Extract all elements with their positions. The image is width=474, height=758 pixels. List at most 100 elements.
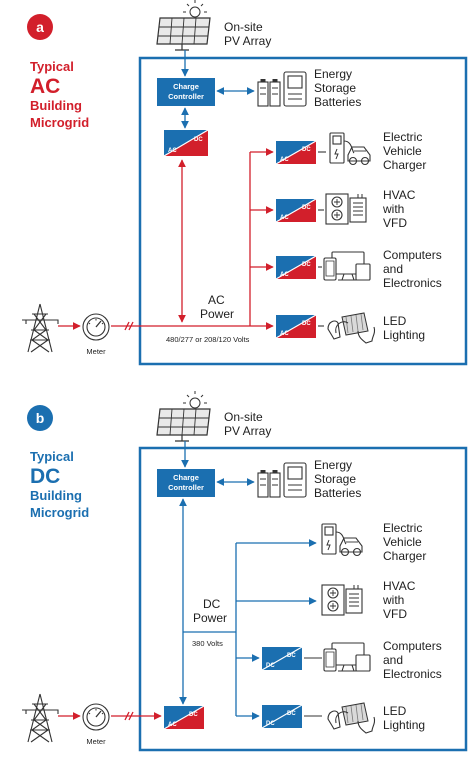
panel-b-ev-label-line3: Charger [383, 549, 426, 563]
panel-a-ev-label-line3: Charger [383, 158, 426, 172]
panel-a-pv-label-line2: PV Array [224, 34, 271, 48]
svg-text:DC: DC [266, 663, 275, 669]
panel-a-led-lighting-icon [327, 312, 376, 344]
panel-a-title-line1: Typical [30, 59, 74, 74]
svg-text:DC: DC [189, 712, 198, 718]
panel-a-hvac-label-line2: with [382, 202, 404, 216]
svg-text:DC: DC [302, 321, 311, 327]
panel-a-main-converter-dc: DC [194, 137, 203, 143]
panel-a-storage-label-line3: Batteries [314, 95, 361, 109]
panel-b-title-line2: DC [30, 465, 60, 488]
panel-a-power-tower-icon [21, 303, 59, 353]
panel-a-ev-label-line2: Vehicle [383, 144, 422, 158]
svg-text:DC: DC [287, 653, 296, 659]
panel-b-led-converter: DC DC [261, 704, 303, 729]
panel-b-led-lighting-icon [327, 702, 376, 734]
panel-a-switch-mark [124, 321, 134, 331]
panel-b-badge-letter: b [36, 410, 45, 426]
panel-a-charge-controller-line2: Controller [168, 92, 204, 101]
panel-b-hvac-label-line2: with [382, 593, 404, 607]
panel-b-hvac-icon [321, 584, 363, 616]
panel-a-solar-panel-icon [156, 0, 211, 51]
svg-text:AC: AC [168, 722, 177, 728]
panel-a-charge-controller [157, 78, 215, 106]
panel-a-computers-converter: DC AC [275, 255, 317, 280]
panel-a-computers-label-line3: Electronics [383, 276, 442, 290]
panel-b-led-label-line2: Lighting [383, 718, 425, 732]
panel-a-computers-label-line1: Computers [383, 248, 442, 262]
panel-a-led-label-line2: Lighting [383, 328, 425, 342]
panel-b-charge-controller-line2: Controller [168, 483, 204, 492]
svg-text:AC: AC [280, 331, 289, 337]
panel-a-ev-converter: DC AC [275, 140, 317, 165]
panel-b-computers-label-line2: and [383, 653, 403, 667]
svg-text:DC: DC [287, 711, 296, 717]
panel-b-dc-microgrid: b Typical DC Building Microgrid On-site … [21, 390, 468, 752]
panel-a-ev-charger-icon [329, 132, 371, 166]
panel-a-title-line3: Building [30, 98, 82, 113]
panel-a-led-label-line1: LED [383, 314, 407, 328]
panel-b-computers-icon [323, 642, 371, 672]
panel-a-battery-icon [257, 71, 307, 107]
panel-b-title-line1: Typical [30, 449, 74, 464]
panel-a-ev-label-line1: Electric [383, 130, 422, 144]
panel-b-building-box [138, 446, 468, 752]
panel-b-pv-label-line1: On-site [224, 410, 263, 424]
panel-b-pv-label-line2: PV Array [224, 424, 271, 438]
panel-b-bus-label-line2: Power [193, 611, 227, 625]
panel-b-main-converter: DC AC [163, 705, 205, 730]
panel-b-battery-icon [257, 462, 307, 498]
panel-b-bus-label-line1: DC [203, 597, 221, 611]
panel-b-solar-panel-icon [156, 390, 211, 442]
svg-text:AC: AC [280, 272, 289, 278]
svg-text:DC: DC [266, 721, 275, 727]
panel-a-main-converter-ac: AC [168, 148, 177, 154]
panel-a-meter-icon [82, 313, 110, 341]
panel-b-storage-label-line3: Batteries [314, 486, 361, 500]
panel-a-title-line4: Microgrid [30, 115, 89, 130]
panel-a-led-converter: DC AC [275, 314, 317, 339]
panel-b-meter-label: Meter [86, 737, 106, 746]
panel-a-badge-letter: a [36, 19, 44, 35]
panel-a-pv-label-line1: On-site [224, 20, 263, 34]
panel-a-meter-label: Meter [86, 347, 106, 356]
panel-b-badge [27, 405, 53, 431]
panel-a-building-box [138, 56, 468, 366]
panel-a-bus-label-line2: Power [200, 307, 234, 321]
panel-a-bus-label-line1: AC [208, 293, 225, 307]
panel-b-switch-mark [124, 711, 134, 721]
panel-a-storage-label-line1: Energy [314, 67, 352, 81]
panel-a-computers-label-line2: and [383, 262, 403, 276]
panel-b-computers-label-line1: Computers [383, 639, 442, 653]
svg-text:AC: AC [280, 157, 289, 163]
panel-b-storage-label-line2: Storage [314, 472, 356, 486]
panel-a-hvac-icon [325, 193, 367, 225]
panel-b-ev-label-line2: Vehicle [383, 535, 422, 549]
panel-b-hvac-label-line1: HVAC [383, 579, 416, 593]
panel-b-ev-label-line1: Electric [383, 521, 422, 535]
panel-a-charge-controller-line1: Charge [173, 82, 199, 91]
svg-text:AC: AC [280, 215, 289, 221]
panel-a-title-line2: AC [30, 75, 60, 98]
panel-b-charge-controller-line1: Charge [173, 473, 199, 482]
panel-b-storage-label-line1: Energy [314, 458, 352, 472]
panel-b-voltage: 380 Volts [192, 639, 223, 648]
panel-b-title-line3: Building [30, 488, 82, 503]
panel-b-led-label-line1: LED [383, 704, 407, 718]
panel-b-hvac-label-line3: VFD [383, 607, 407, 621]
svg-text:DC: DC [302, 147, 311, 153]
panel-a-main-converter: DC AC [163, 129, 209, 157]
panel-a-badge [27, 14, 53, 40]
panel-b-power-tower-icon [21, 693, 59, 743]
svg-text:DC: DC [302, 205, 311, 211]
panel-a-voltage: 480/277 or 208/120 Volts [166, 335, 250, 344]
panel-b-charge-controller [157, 469, 215, 497]
panel-b-ev-charger-icon [321, 523, 363, 557]
svg-text:DC: DC [302, 262, 311, 268]
panel-a-hvac-label-line1: HVAC [383, 188, 416, 202]
panel-b-computers-label-line3: Electronics [383, 667, 442, 681]
panel-b-title-line4: Microgrid [30, 505, 89, 520]
panel-a-hvac-label-line3: VFD [383, 216, 407, 230]
panel-a-ac-microgrid: a Typical AC Building Microgrid On-site … [21, 0, 468, 366]
